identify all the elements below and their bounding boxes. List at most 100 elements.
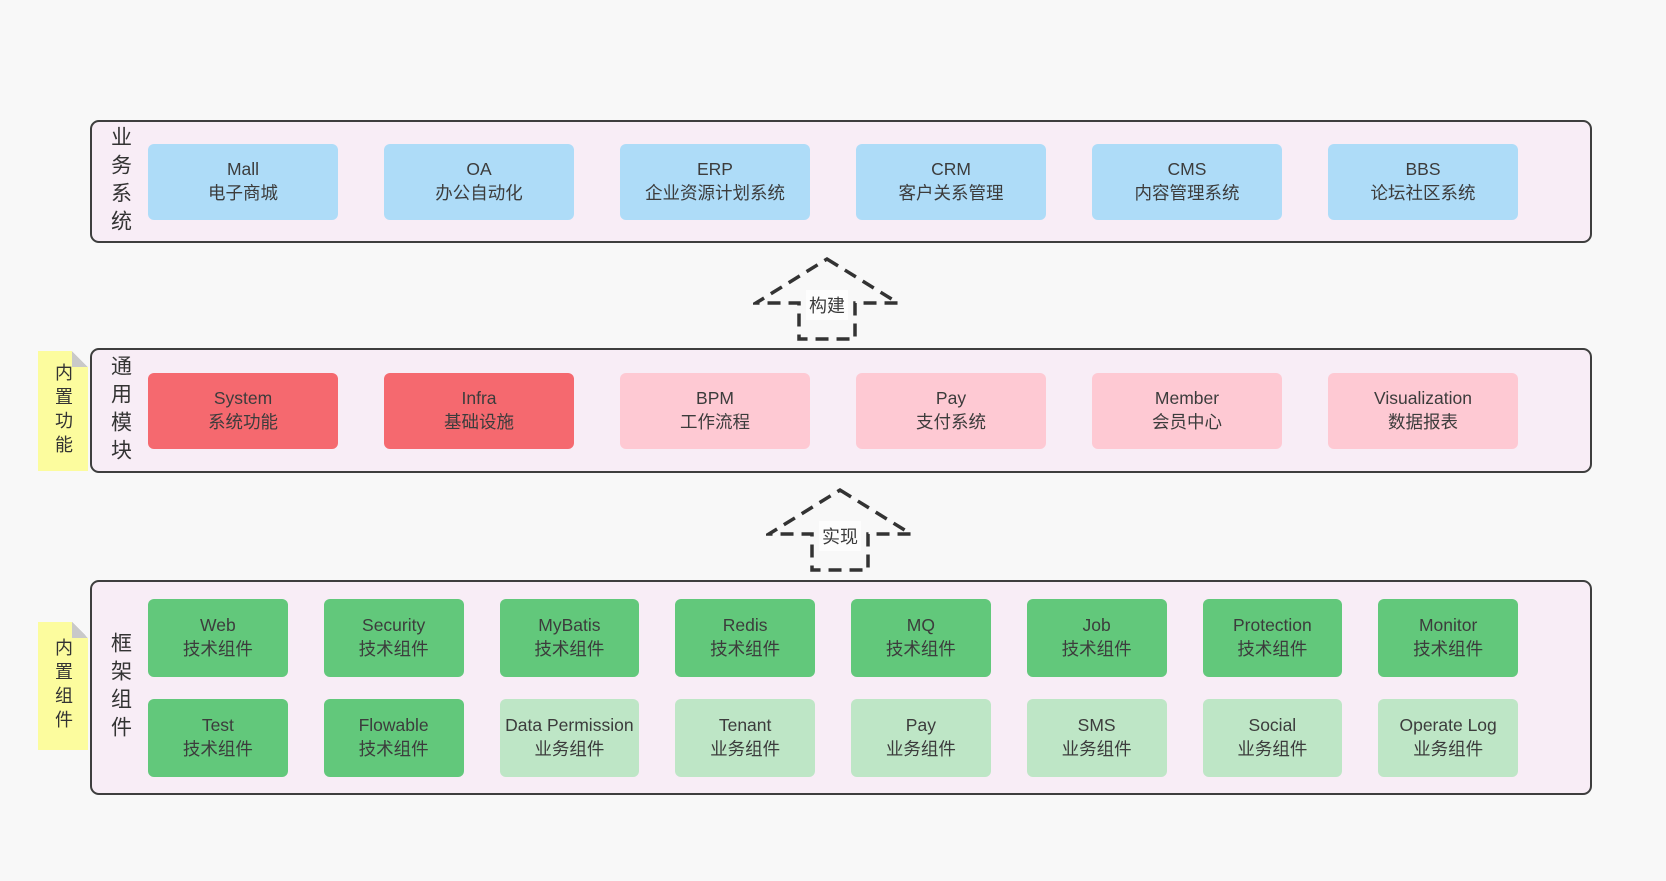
node-subtitle: 业务组件 xyxy=(1413,738,1484,759)
node-member: Member 会员中心 xyxy=(1092,372,1282,449)
node-subtitle: 数据报表 xyxy=(1388,411,1458,432)
node-subtitle: 技术组件 xyxy=(1413,638,1484,659)
node-flowable: Flowable 技术组件 xyxy=(323,698,464,777)
node-title: OA xyxy=(466,158,492,179)
build-arrow-label: 构建 xyxy=(806,290,848,320)
node-title: Security xyxy=(362,614,426,635)
node-subtitle: 系统功能 xyxy=(208,411,278,432)
node-title: Member xyxy=(1154,387,1220,408)
node-title: Redis xyxy=(722,614,768,635)
node-title: MQ xyxy=(906,614,935,635)
node-job: Job 技术组件 xyxy=(1026,598,1167,677)
node-subtitle: 业务组件 xyxy=(885,738,956,759)
node-title: Protection xyxy=(1232,614,1312,635)
node-title: Visualization xyxy=(1374,387,1472,408)
node-redis: Redis 技术组件 xyxy=(675,598,815,677)
node-title: Job xyxy=(1082,614,1111,635)
node-subtitle: 业务组件 xyxy=(534,738,605,759)
node-crm: CRM 客户关系管理 xyxy=(856,143,1046,220)
node-system: System 系统功能 xyxy=(148,372,338,449)
up-arrow-shape xyxy=(766,487,914,572)
node-subtitle: 基础设施 xyxy=(444,411,514,432)
node-subtitle: 技术组件 xyxy=(182,738,253,759)
node-title: Flowable xyxy=(358,714,429,735)
node-title: CMS xyxy=(1167,158,1207,179)
node-subtitle: 技术组件 xyxy=(358,638,429,659)
node-monitor: Monitor 技术组件 xyxy=(1378,598,1518,677)
sticky-fold-icon xyxy=(72,351,88,367)
node-title: Monitor xyxy=(1418,614,1478,635)
band-framework-components-label: 框架组件 xyxy=(92,582,148,793)
node-subtitle: 技术组件 xyxy=(1237,638,1308,659)
node-title: Test xyxy=(201,714,234,735)
sticky-note-builtin-components: 内置组件 xyxy=(38,622,88,750)
node-subtitle: 业务组件 xyxy=(710,738,781,759)
node-pay: Pay 业务组件 xyxy=(851,698,991,777)
node-title: BBS xyxy=(1405,158,1441,179)
node-security: Security 技术组件 xyxy=(323,598,464,677)
band-label-text: 通用模块 xyxy=(108,354,132,467)
node-mybatis: MyBatis 技术组件 xyxy=(499,598,640,677)
node-title: Pay xyxy=(905,714,936,735)
node-title: Pay xyxy=(935,387,967,408)
node-subtitle: 业务组件 xyxy=(1237,738,1308,759)
node-mall: Mall 电子商城 xyxy=(148,143,338,220)
node-title: BPM xyxy=(696,387,734,408)
node-subtitle: 客户关系管理 xyxy=(898,182,1004,203)
node-subtitle: 电子商城 xyxy=(208,182,278,203)
implement-arrow: 实现 xyxy=(766,487,914,573)
node-sms: SMS 业务组件 xyxy=(1026,698,1167,777)
sticky-note-text: 内置组件 xyxy=(53,638,73,734)
node-subtitle: 技术组件 xyxy=(534,638,605,659)
node-subtitle: 技术组件 xyxy=(710,638,781,659)
sticky-fold-icon xyxy=(72,622,88,638)
implement-arrow-label: 实现 xyxy=(819,521,861,551)
node-title: CRM xyxy=(931,158,971,179)
node-subtitle: 企业资源计划系统 xyxy=(645,182,785,203)
node-title: SMS xyxy=(1077,714,1116,735)
sticky-text-wrap: 内置功能 xyxy=(38,351,88,471)
node-subtitle: 会员中心 xyxy=(1152,411,1222,432)
band-label-text: 框架组件 xyxy=(108,631,132,744)
node-title: System xyxy=(213,387,273,408)
node-mq: MQ 技术组件 xyxy=(851,598,991,677)
node-subtitle: 业务组件 xyxy=(1061,738,1132,759)
node-protection: Protection 技术组件 xyxy=(1202,598,1343,677)
band-label-text: 业务系统 xyxy=(108,125,132,238)
node-test: Test 技术组件 xyxy=(148,698,288,777)
build-arrow: 构建 xyxy=(753,256,901,342)
node-title: Social xyxy=(1248,714,1297,735)
sticky-note-builtin-features: 内置功能 xyxy=(38,351,88,471)
node-pay: Pay 支付系统 xyxy=(856,372,1046,449)
node-subtitle: 技术组件 xyxy=(1061,638,1132,659)
node-subtitle: 技术组件 xyxy=(885,638,956,659)
node-title: Mall xyxy=(226,158,260,179)
node-social: Social 业务组件 xyxy=(1202,698,1343,777)
band-common-modules-label: 通用模块 xyxy=(92,350,148,471)
sticky-text-wrap: 内置组件 xyxy=(38,622,88,750)
sticky-note-text: 内置功能 xyxy=(53,363,73,459)
node-subtitle: 技术组件 xyxy=(358,738,429,759)
node-visualization: Visualization 数据报表 xyxy=(1328,372,1518,449)
node-subtitle: 支付系统 xyxy=(916,411,986,432)
node-title: MyBatis xyxy=(538,614,601,635)
node-subtitle: 办公自动化 xyxy=(435,182,523,203)
